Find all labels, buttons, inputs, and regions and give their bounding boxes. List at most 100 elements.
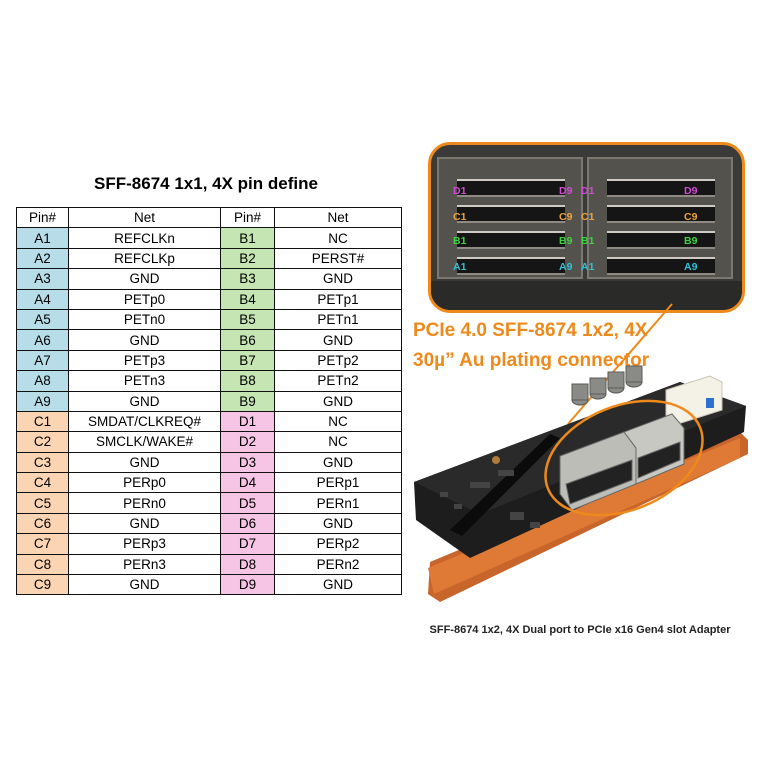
- net-cell: PERp2: [274, 533, 402, 555]
- pin-cell: A2: [16, 247, 69, 270]
- label-a9: A9: [559, 261, 573, 273]
- adapter-board-photo: [414, 365, 748, 602]
- pin-cell: A6: [16, 329, 69, 351]
- label-b1: B1: [453, 235, 467, 247]
- pin-cell: B9: [220, 390, 275, 412]
- pin-cell: A9: [16, 390, 69, 412]
- pin-cell: D6: [220, 512, 275, 535]
- pin-cell: A4: [16, 288, 69, 310]
- net-cell: GND: [68, 512, 221, 535]
- net-cell: GND: [274, 512, 402, 535]
- pin-cell: C9: [16, 574, 69, 596]
- net-cell: GND: [68, 329, 221, 351]
- connector-port-2: [587, 157, 733, 279]
- net-cell: GND: [68, 268, 221, 290]
- header-pin-left: Pin#: [16, 206, 69, 229]
- pin-cell: D9: [220, 574, 275, 596]
- connector-housing: [431, 281, 742, 310]
- label-b9: B9: [559, 235, 573, 247]
- header-net-left: Net: [68, 206, 221, 229]
- label-d9: D9: [684, 185, 698, 197]
- label-a1: A1: [581, 261, 595, 273]
- net-cell: GND: [274, 268, 402, 290]
- pin-cell: C1: [16, 410, 69, 433]
- net-cell: SMCLK/WAKE#: [68, 431, 221, 453]
- net-cell: GND: [274, 329, 402, 351]
- net-cell: GND: [274, 451, 402, 474]
- net-cell: PERn0: [68, 492, 221, 514]
- net-cell: PETp3: [68, 349, 221, 372]
- label-d1: D1: [453, 185, 467, 197]
- label-a1: A1: [453, 261, 467, 273]
- pin-cell: D8: [220, 553, 275, 576]
- net-cell: PERn3: [68, 553, 221, 576]
- net-cell: NC: [274, 431, 402, 453]
- pin-cell: C4: [16, 472, 69, 494]
- pin-cell: B8: [220, 370, 275, 392]
- net-cell: PERp0: [68, 472, 221, 494]
- pin-cell: D3: [220, 451, 275, 474]
- label-b1: B1: [581, 235, 595, 247]
- pin-cell: B2: [220, 247, 275, 270]
- contact-row: [457, 205, 565, 223]
- pin-define-title: SFF-8674 1x1, 4X pin define: [94, 174, 318, 193]
- contact-row: [607, 179, 715, 197]
- contact-row: [457, 257, 565, 275]
- label-c9: C9: [684, 211, 698, 223]
- pin-cell: D4: [220, 472, 275, 494]
- net-cell: GND: [274, 390, 402, 412]
- pin-cell: C2: [16, 431, 69, 453]
- net-cell: SMDAT/CLKREQ#: [68, 410, 221, 433]
- label-c1: C1: [581, 211, 595, 223]
- net-cell: NC: [274, 227, 402, 249]
- pin-cell: D5: [220, 492, 275, 514]
- label-c9: C9: [559, 211, 573, 223]
- net-cell: PETp0: [68, 288, 221, 310]
- net-cell: PETn1: [274, 308, 402, 331]
- label-d9: D9: [559, 185, 573, 197]
- pin-cell: C6: [16, 512, 69, 535]
- pin-cell: B4: [220, 288, 275, 310]
- net-cell: PETp2: [274, 349, 402, 372]
- pin-cell: A7: [16, 349, 69, 372]
- contact-row: [607, 231, 715, 249]
- pin-cell: B3: [220, 268, 275, 290]
- pin-cell: C8: [16, 553, 69, 576]
- callout-line-1: PCIe 4.0 SFF-8674 1x2, 4X: [413, 320, 648, 341]
- net-cell: PERn2: [274, 553, 402, 576]
- pin-cell: B5: [220, 308, 275, 331]
- net-cell: GND: [68, 451, 221, 474]
- header-pin-right: Pin#: [220, 206, 275, 229]
- pin-cell: D1: [220, 410, 275, 433]
- contact-row: [457, 179, 565, 197]
- contact-row: [607, 205, 715, 223]
- pin-cell: A5: [16, 308, 69, 331]
- net-cell: GND: [68, 574, 221, 596]
- contact-row: [607, 257, 715, 275]
- pin-cell: C7: [16, 533, 69, 555]
- table-header-row: Pin# Net Pin# Net: [16, 206, 402, 229]
- pin-cell: B6: [220, 329, 275, 351]
- net-cell: GND: [68, 390, 221, 412]
- pin-cell: B1: [220, 227, 275, 249]
- label-b9: B9: [684, 235, 698, 247]
- pin-cell: A3: [16, 268, 69, 290]
- label-c1: C1: [453, 211, 467, 223]
- net-cell: PETn2: [274, 370, 402, 392]
